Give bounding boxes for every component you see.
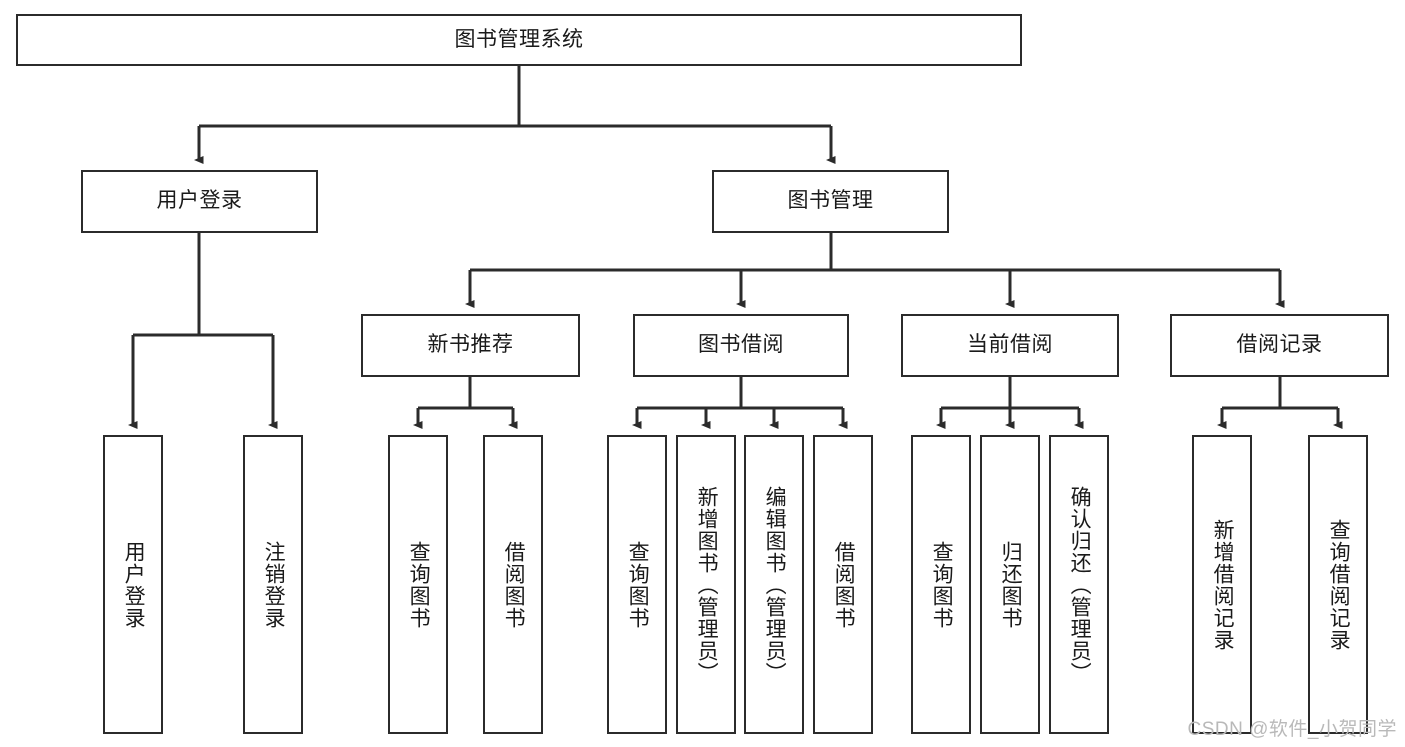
node-label: 查询图书 bbox=[626, 540, 650, 629]
node-user-login[interactable]: 用户登录 bbox=[81, 170, 318, 233]
leaf-add-borrow-record[interactable]: 新增借阅记录 bbox=[1192, 435, 1252, 734]
node-label: 新增借阅记录 bbox=[1211, 518, 1235, 651]
node-label: 图书管理 bbox=[787, 189, 874, 213]
node-label: 借阅图书 bbox=[502, 540, 526, 629]
leaf-return-book[interactable]: 归还图书 bbox=[980, 435, 1040, 734]
leaf-add-book-admin[interactable]: 新增图书（管理员） bbox=[676, 435, 736, 734]
leaf-user-logout[interactable]: 注销登录 bbox=[243, 435, 303, 734]
node-label: 图书借阅 bbox=[698, 333, 784, 357]
leaf-edit-book-admin[interactable]: 编辑图书（管理员） bbox=[744, 435, 804, 734]
node-label: 归还图书 bbox=[999, 540, 1023, 629]
leaf-query-book-current[interactable]: 查询图书 bbox=[911, 435, 971, 734]
node-label: 新增图书（管理员） bbox=[695, 485, 719, 684]
node-label: 新书推荐 bbox=[427, 333, 514, 357]
node-label: 用户登录 bbox=[156, 189, 243, 213]
node-label: 确认归还（管理员） bbox=[1068, 485, 1092, 684]
node-label: 编辑图书（管理员） bbox=[763, 485, 787, 684]
leaf-query-book-recommend[interactable]: 查询图书 bbox=[388, 435, 448, 734]
node-label: 图书管理系统 bbox=[454, 27, 584, 51]
node-label: 查询图书 bbox=[930, 540, 954, 629]
node-book-management[interactable]: 图书管理 bbox=[712, 170, 949, 233]
watermark-text: CSDN @软件_小贺同学 bbox=[1187, 719, 1397, 740]
node-book-borrow[interactable]: 图书借阅 bbox=[633, 314, 849, 377]
node-current-borrow[interactable]: 当前借阅 bbox=[901, 314, 1119, 377]
node-label: 借阅记录 bbox=[1236, 333, 1323, 357]
leaf-user-login[interactable]: 用户登录 bbox=[103, 435, 163, 734]
leaf-borrow-book-recommend[interactable]: 借阅图书 bbox=[483, 435, 543, 734]
node-label: 借阅图书 bbox=[832, 540, 856, 629]
leaf-query-book-borrow[interactable]: 查询图书 bbox=[607, 435, 667, 734]
leaf-borrow-book[interactable]: 借阅图书 bbox=[813, 435, 873, 734]
node-label: 当前借阅 bbox=[967, 333, 1053, 357]
leaf-query-borrow-record[interactable]: 查询借阅记录 bbox=[1308, 435, 1368, 734]
node-new-book-recommend[interactable]: 新书推荐 bbox=[361, 314, 580, 377]
node-label: 查询图书 bbox=[407, 540, 431, 629]
node-label: 用户登录 bbox=[122, 540, 146, 629]
node-label: 注销登录 bbox=[262, 540, 286, 629]
leaf-confirm-return-admin[interactable]: 确认归还（管理员） bbox=[1049, 435, 1109, 734]
node-label: 查询借阅记录 bbox=[1327, 518, 1351, 651]
node-borrow-record[interactable]: 借阅记录 bbox=[1170, 314, 1389, 377]
node-root-system[interactable]: 图书管理系统 bbox=[16, 14, 1022, 66]
